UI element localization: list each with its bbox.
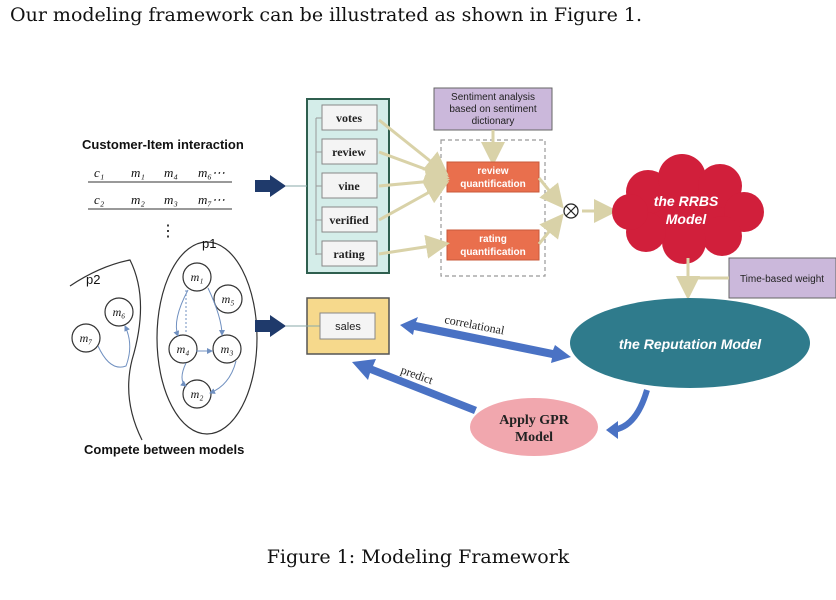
feature-votes-label: votes xyxy=(336,111,362,125)
sentiment-line-1: Sentiment analysis xyxy=(451,92,535,103)
node-m2 xyxy=(182,379,212,409)
review-quant-line-1: review xyxy=(477,166,508,177)
gpr-model xyxy=(470,398,598,456)
input-arrow-top xyxy=(255,175,286,197)
feature-review-label: review xyxy=(332,145,366,159)
correlational-arrow xyxy=(400,317,571,363)
row1-m4: m₄ xyxy=(164,165,178,180)
predict-arrow xyxy=(352,359,477,414)
p1-ellipse xyxy=(156,241,258,435)
input-arrow-bottom xyxy=(255,315,286,337)
node-m5 xyxy=(213,284,243,314)
rrbs-cloud xyxy=(612,154,764,264)
row1-m6: m₆⋯ xyxy=(198,165,225,180)
gpr-line-2: Model xyxy=(515,430,553,445)
node-m2-label: m₂ xyxy=(191,387,204,401)
reputation-model xyxy=(570,298,810,388)
sentiment-line-2: based on sentiment xyxy=(449,104,537,115)
row2-c: c₂ xyxy=(94,192,105,207)
row2-m7: m₇⋯ xyxy=(198,192,225,207)
node-m7-label: m₇ xyxy=(80,331,93,345)
node-m7 xyxy=(71,323,101,353)
feature-rating xyxy=(321,240,378,267)
feature-verified-label: verified xyxy=(329,213,369,227)
rating-quantification-box xyxy=(446,229,540,261)
p2-boundary xyxy=(69,259,143,441)
vertical-dots: ⋮ xyxy=(160,223,176,240)
node-m6-label: m₆ xyxy=(113,305,126,319)
row1-m1: m₁ xyxy=(131,165,145,180)
intro-text: Our modeling framework can be illustrate… xyxy=(10,4,643,26)
node-m5-label: m₅ xyxy=(222,292,235,306)
sales-label: sales xyxy=(335,321,361,333)
sentiment-box xyxy=(433,87,553,131)
node-m1 xyxy=(182,262,212,292)
p1-label: p1 xyxy=(202,236,216,251)
reputation-label: the Reputation Model xyxy=(619,336,762,352)
review-quantification-box xyxy=(446,161,540,193)
row2-m3: m₃ xyxy=(164,192,178,207)
row2-m2: m₂ xyxy=(131,192,145,207)
sentiment-line-3: dictionary xyxy=(472,116,515,127)
row1-c: c₁ xyxy=(94,165,104,180)
node-m3-label: m₃ xyxy=(221,342,234,356)
feature-vine-label: vine xyxy=(338,179,360,193)
node-m4 xyxy=(168,334,198,364)
rrbs-line-2: Model xyxy=(666,211,708,227)
rating-quant-line-1: rating xyxy=(479,234,507,245)
compete-label: Compete between models xyxy=(84,442,244,457)
customer-item-title: Customer-Item interaction xyxy=(82,137,244,152)
time-weight-box xyxy=(728,257,836,299)
rrbs-line-1: the RRBS xyxy=(654,193,719,209)
time-weight-label: Time-based weight xyxy=(740,274,824,285)
node-m3 xyxy=(212,334,242,364)
sales-box xyxy=(319,312,376,340)
node-m6 xyxy=(104,297,134,327)
figure-caption: Figure 1: Modeling Framework xyxy=(266,546,570,568)
review-quant-line-2: quantification xyxy=(460,179,526,190)
feature-rating-label: rating xyxy=(333,247,364,261)
rating-quant-line-2: quantification xyxy=(460,247,526,258)
p2-label: p2 xyxy=(86,272,100,287)
node-m1-label: m₁ xyxy=(191,270,204,284)
gpr-line-1: Apply GPR xyxy=(499,413,570,428)
node-m4-label: m₄ xyxy=(177,342,190,356)
